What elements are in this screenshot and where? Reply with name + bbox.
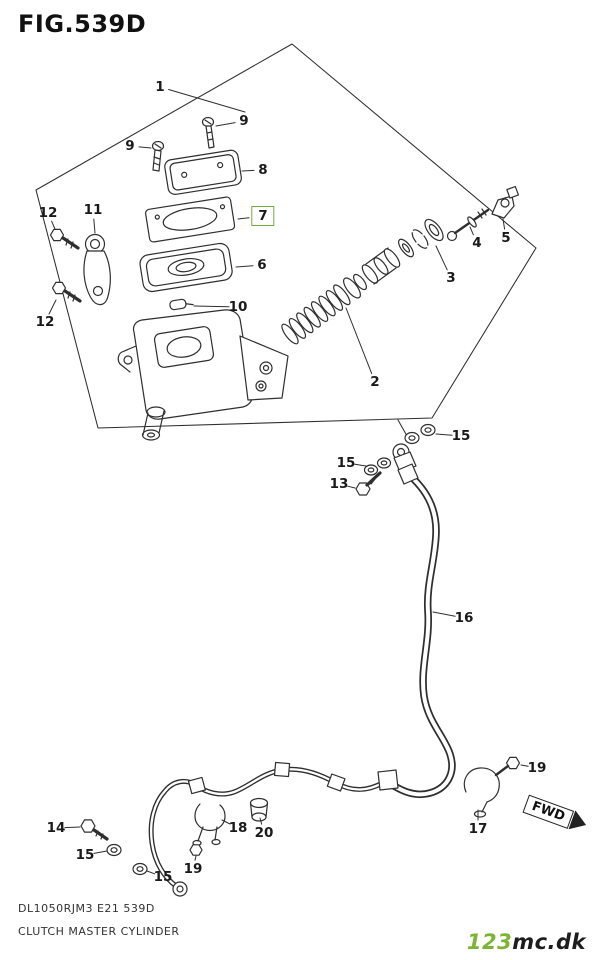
site-watermark[interactable]: 123mc.dk [467,930,586,954]
reservoir-screw-left [151,140,165,172]
piston-set [343,218,444,299]
leader-lines [48,89,529,875]
reservoir-cap [164,149,242,196]
watermark-suffix: mc.dk [512,930,586,954]
reservoir-screw-right [201,116,215,149]
figure-title: FIG.539D [18,10,147,38]
push-rod [446,208,490,242]
figure-code: DL1050RJM3 E21 539D [18,902,155,915]
clamp-nut-left [189,844,203,856]
guide-bolt-right [494,756,521,777]
clamp-bolt-top [49,228,80,250]
diaphragm [139,242,233,293]
rod-joint [491,185,520,219]
piston-spring [281,284,351,345]
assembly-boundary [35,43,537,437]
master-cylinder-body [117,309,289,441]
hose-union-top [363,423,436,485]
clutch-hose [148,469,456,897]
watermark-prefix: 123 [466,930,513,954]
cap-plate [145,196,236,243]
handlebar-clamp [83,233,111,306]
float [169,298,194,311]
union-bolt-top [355,471,382,496]
clamp-bolt-bottom [51,281,82,303]
hose-guide [463,767,500,818]
washers-bottom [106,843,148,876]
hose-damper [249,797,269,822]
union-bolt-bottom [80,819,109,841]
pipe-clamp [192,803,226,847]
figure-caption: CLUTCH MASTER CYLINDER [18,925,180,938]
